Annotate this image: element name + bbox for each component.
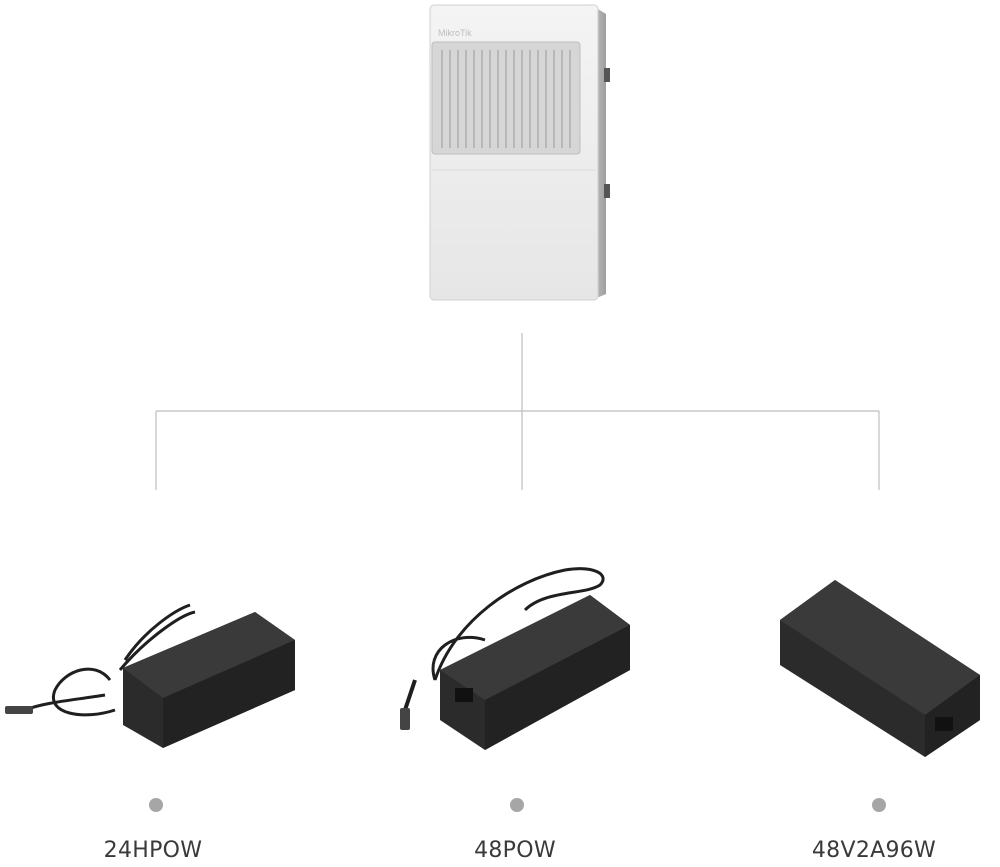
adapter-48pow-icon xyxy=(400,567,630,750)
adapter-label: 48POW xyxy=(474,838,556,863)
adapter-24hpow-icon xyxy=(5,603,295,748)
switch-device-icon: MikroTik xyxy=(429,4,610,301)
adapter-dot xyxy=(149,798,163,812)
adapter-48v2a96w-icon xyxy=(780,580,980,757)
device-brand-text: MikroTik xyxy=(438,28,472,38)
adapter-label: 24HPOW xyxy=(103,838,203,863)
adapter-dot xyxy=(510,798,524,812)
adapter-dot xyxy=(872,798,886,812)
adapter-label: 48V2A96W xyxy=(811,838,937,863)
